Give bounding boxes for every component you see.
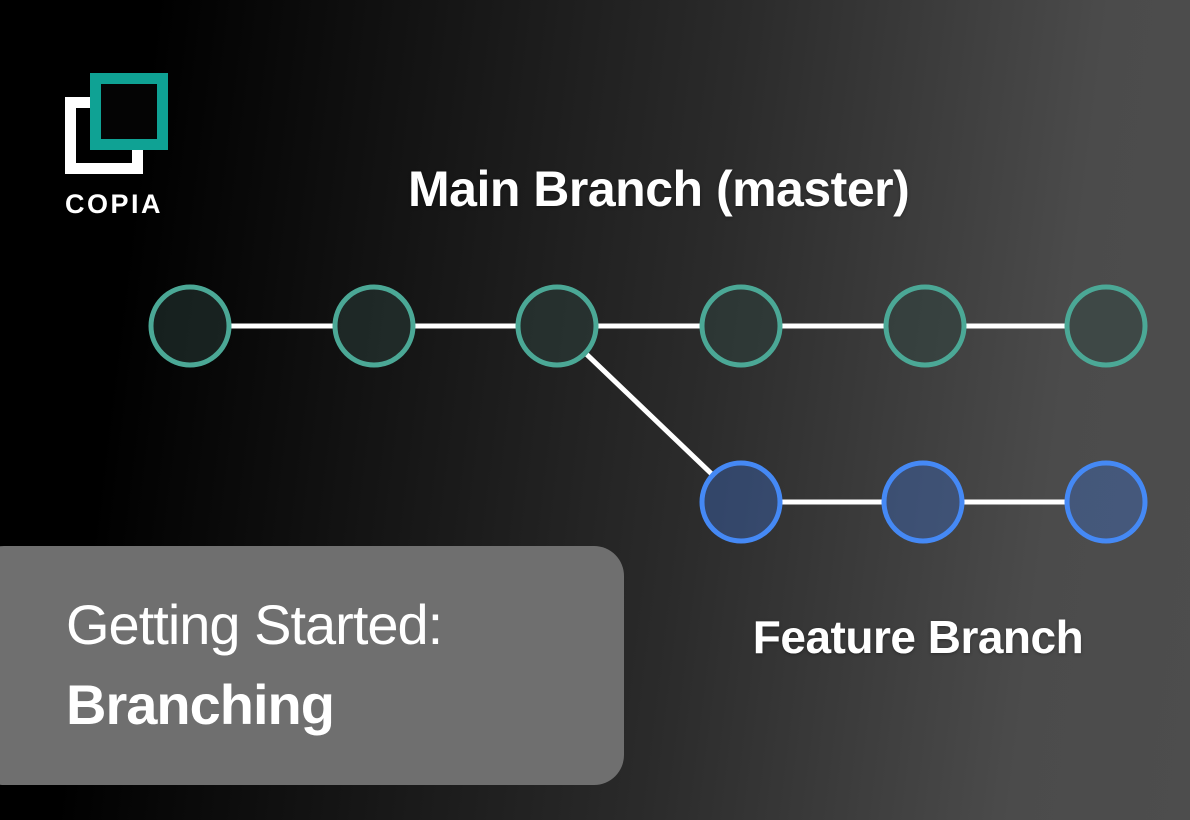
feature-commit-node bbox=[699, 460, 783, 544]
branch-off-connector bbox=[582, 350, 716, 478]
feature-branch-label: Feature Branch bbox=[752, 611, 1084, 663]
main-branch-label: Main Branch (master) bbox=[408, 161, 910, 217]
feature-commit-node bbox=[1064, 460, 1148, 544]
main-commit-node bbox=[883, 284, 967, 368]
title-card: Getting Started: Branching bbox=[0, 546, 624, 785]
main-commit-node bbox=[515, 284, 599, 368]
feature-commit-node bbox=[881, 460, 965, 544]
main-commit-node bbox=[699, 284, 783, 368]
main-commit-node bbox=[1064, 284, 1148, 368]
main-commit-node bbox=[148, 284, 232, 368]
card-title: Branching bbox=[66, 673, 335, 736]
logo-wordmark: COPIA bbox=[65, 189, 164, 219]
main-commit-node bbox=[332, 284, 416, 368]
card-subtitle: Getting Started: bbox=[66, 593, 443, 656]
logo-teal-square bbox=[90, 73, 168, 150]
